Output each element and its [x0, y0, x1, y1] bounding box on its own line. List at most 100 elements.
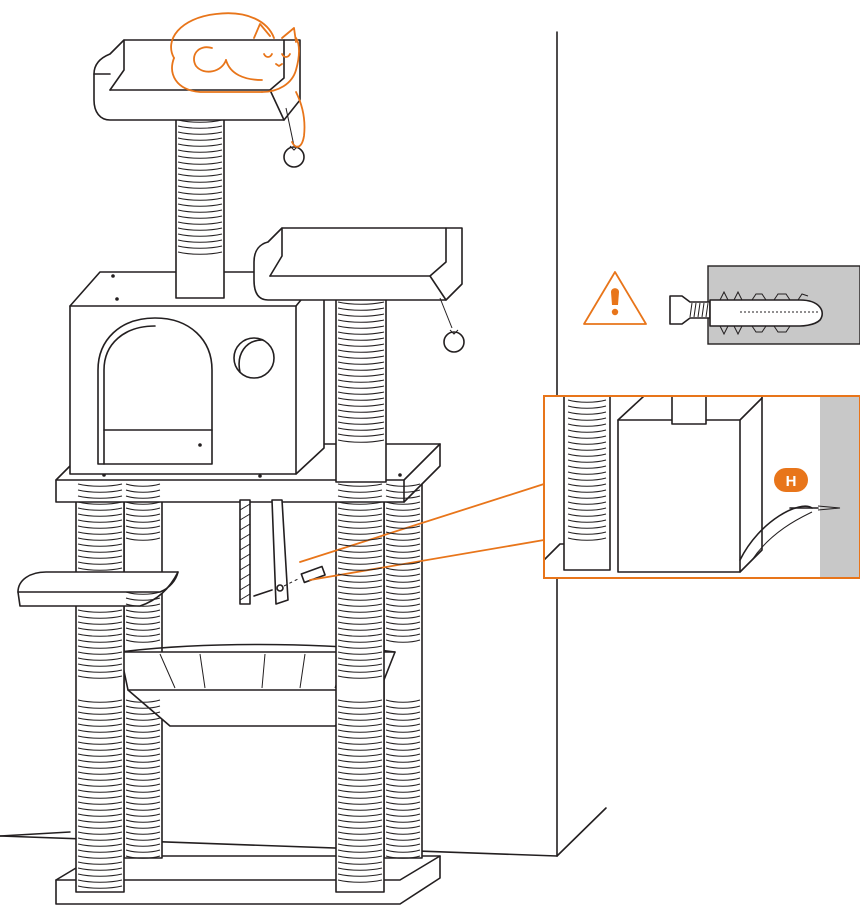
rope-rib	[77, 675, 123, 679]
rope-rib	[337, 373, 385, 377]
rope-rib	[125, 603, 161, 607]
wall-anchor-detail	[669, 265, 860, 345]
rope-rib	[385, 705, 421, 709]
rope-rib	[177, 215, 223, 219]
rope-rib	[567, 399, 607, 403]
rope-rib	[385, 771, 421, 775]
rope-rib	[337, 489, 383, 493]
rope-rib	[385, 765, 421, 769]
rope-rib	[337, 789, 383, 793]
rope-rib	[337, 717, 383, 721]
rope-rib	[385, 621, 421, 625]
rope-rib	[337, 415, 385, 419]
warning-icon	[583, 271, 647, 325]
rope-rib	[337, 723, 383, 727]
rope-rib	[337, 355, 385, 359]
rope-rib	[337, 627, 383, 631]
rope-rib	[337, 861, 383, 865]
cat-illustration	[170, 12, 306, 148]
rope-rib	[337, 735, 383, 739]
rope-rib	[77, 729, 123, 733]
hanging-toy-ball-icon-2	[439, 297, 465, 353]
rope-rib	[77, 753, 123, 757]
rope-rib	[177, 221, 223, 225]
rope-rib	[77, 765, 123, 769]
rope-rib	[125, 591, 161, 595]
rope-rib	[337, 403, 385, 407]
side-platform	[17, 571, 179, 607]
rope-rib	[385, 531, 421, 535]
sisal-rope-3	[337, 483, 383, 883]
rope-rib	[77, 531, 123, 535]
rope-rib	[77, 813, 123, 817]
rope-rib	[77, 849, 123, 853]
rope-rib	[337, 307, 385, 311]
rope-rib	[567, 405, 607, 409]
rope-rib	[567, 429, 607, 433]
rope-rib	[77, 789, 123, 793]
rope-rib	[385, 831, 421, 835]
rope-rib	[385, 753, 421, 757]
lower-back-right-post	[383, 479, 423, 859]
rope-rib	[125, 699, 161, 703]
rope-rib	[125, 519, 161, 523]
rope-rib	[567, 477, 607, 481]
rope-rib	[77, 747, 123, 751]
rope-rib	[337, 795, 383, 799]
rope-rib	[337, 651, 383, 655]
rope-rib	[385, 801, 421, 805]
rope-rib	[177, 185, 223, 189]
rope-rib	[125, 801, 161, 805]
rope-rib	[567, 465, 607, 469]
sisal-rope-5	[177, 119, 223, 255]
rope-rib	[385, 723, 421, 727]
rope-rib	[385, 603, 421, 607]
rope-rib	[337, 657, 383, 661]
rope-rib	[125, 825, 161, 829]
rope-rib	[337, 783, 383, 787]
rope-rib	[567, 483, 607, 487]
rope-rib	[337, 615, 383, 619]
rope-rib	[567, 471, 607, 475]
rope-rib	[385, 807, 421, 811]
rope-rib	[337, 711, 383, 715]
rope-rib	[385, 843, 421, 847]
rope-rib	[337, 831, 383, 835]
rope-rib	[77, 645, 123, 649]
rope-rib	[337, 873, 383, 877]
rope-rib	[77, 519, 123, 523]
rope-rib	[125, 819, 161, 823]
rope-rib	[125, 597, 161, 601]
rope-rib	[125, 615, 161, 619]
rope-rib	[125, 489, 161, 493]
rope-rib	[385, 699, 421, 703]
rope-rib	[337, 867, 383, 871]
rope-rib	[337, 837, 383, 841]
rope-rib	[385, 759, 421, 763]
sisal-rope-0	[125, 483, 161, 859]
rope-rib	[125, 723, 161, 727]
rope-rib	[77, 795, 123, 799]
rope-rib	[77, 879, 123, 883]
rope-rib	[177, 173, 223, 177]
rope-rib	[337, 513, 383, 517]
rope-rib	[337, 561, 383, 565]
rope-rib	[177, 233, 223, 237]
rope-rib	[177, 155, 223, 159]
rope-rib	[125, 843, 161, 847]
rope-rib	[337, 639, 383, 643]
rope-rib	[125, 531, 161, 535]
rope-rib	[77, 855, 123, 859]
rope-rib	[77, 501, 123, 505]
rope-rib	[337, 759, 383, 763]
rope-rib	[125, 747, 161, 751]
rope-rib	[125, 627, 161, 631]
rope-rib	[177, 245, 223, 249]
rope-rib	[337, 573, 383, 577]
rope-rib	[385, 783, 421, 787]
rope-rib	[77, 723, 123, 727]
rope-rib	[385, 639, 421, 643]
rope-rib	[385, 711, 421, 715]
rope-rib	[385, 555, 421, 559]
rope-rib	[337, 753, 383, 757]
